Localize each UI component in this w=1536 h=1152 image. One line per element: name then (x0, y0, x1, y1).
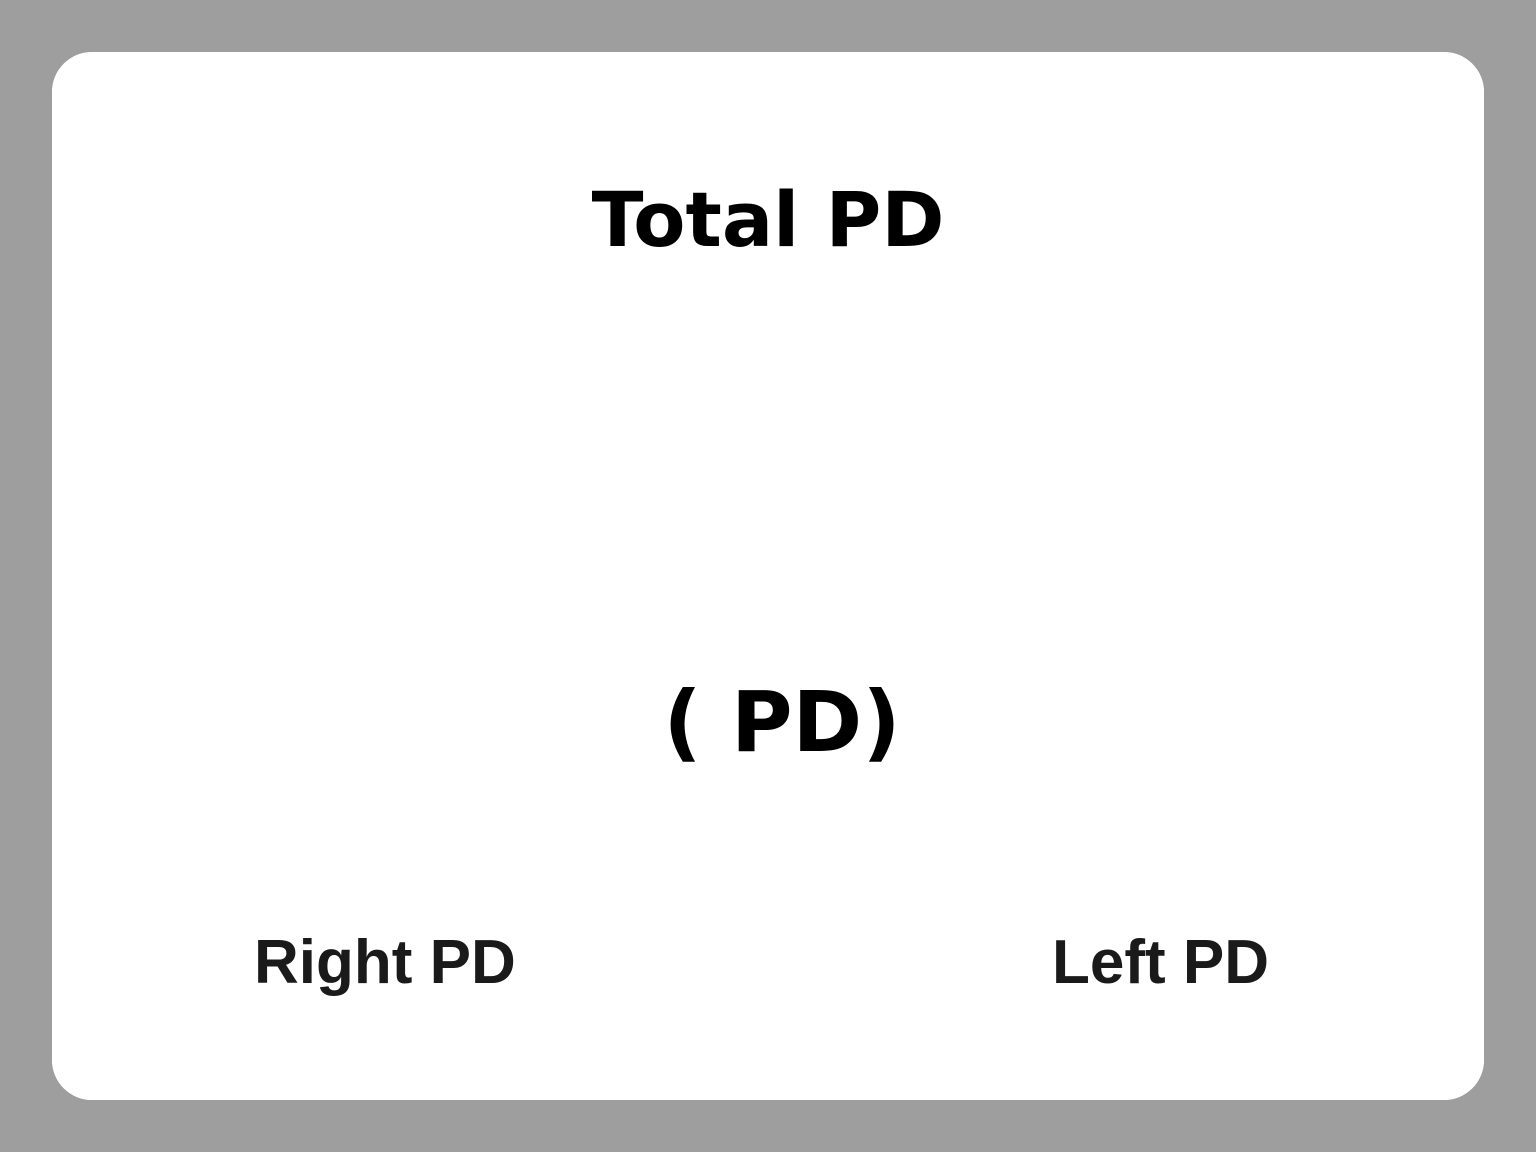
diagram-card: Total PD ( PD) Right PD Left PD (52, 52, 1484, 1100)
pd-center-label: ( PD) (663, 673, 901, 771)
right-pd-label: Right PD (254, 928, 516, 997)
total-pd-title: Total PD (591, 175, 945, 264)
left-pd-label: Left PD (1052, 928, 1269, 997)
